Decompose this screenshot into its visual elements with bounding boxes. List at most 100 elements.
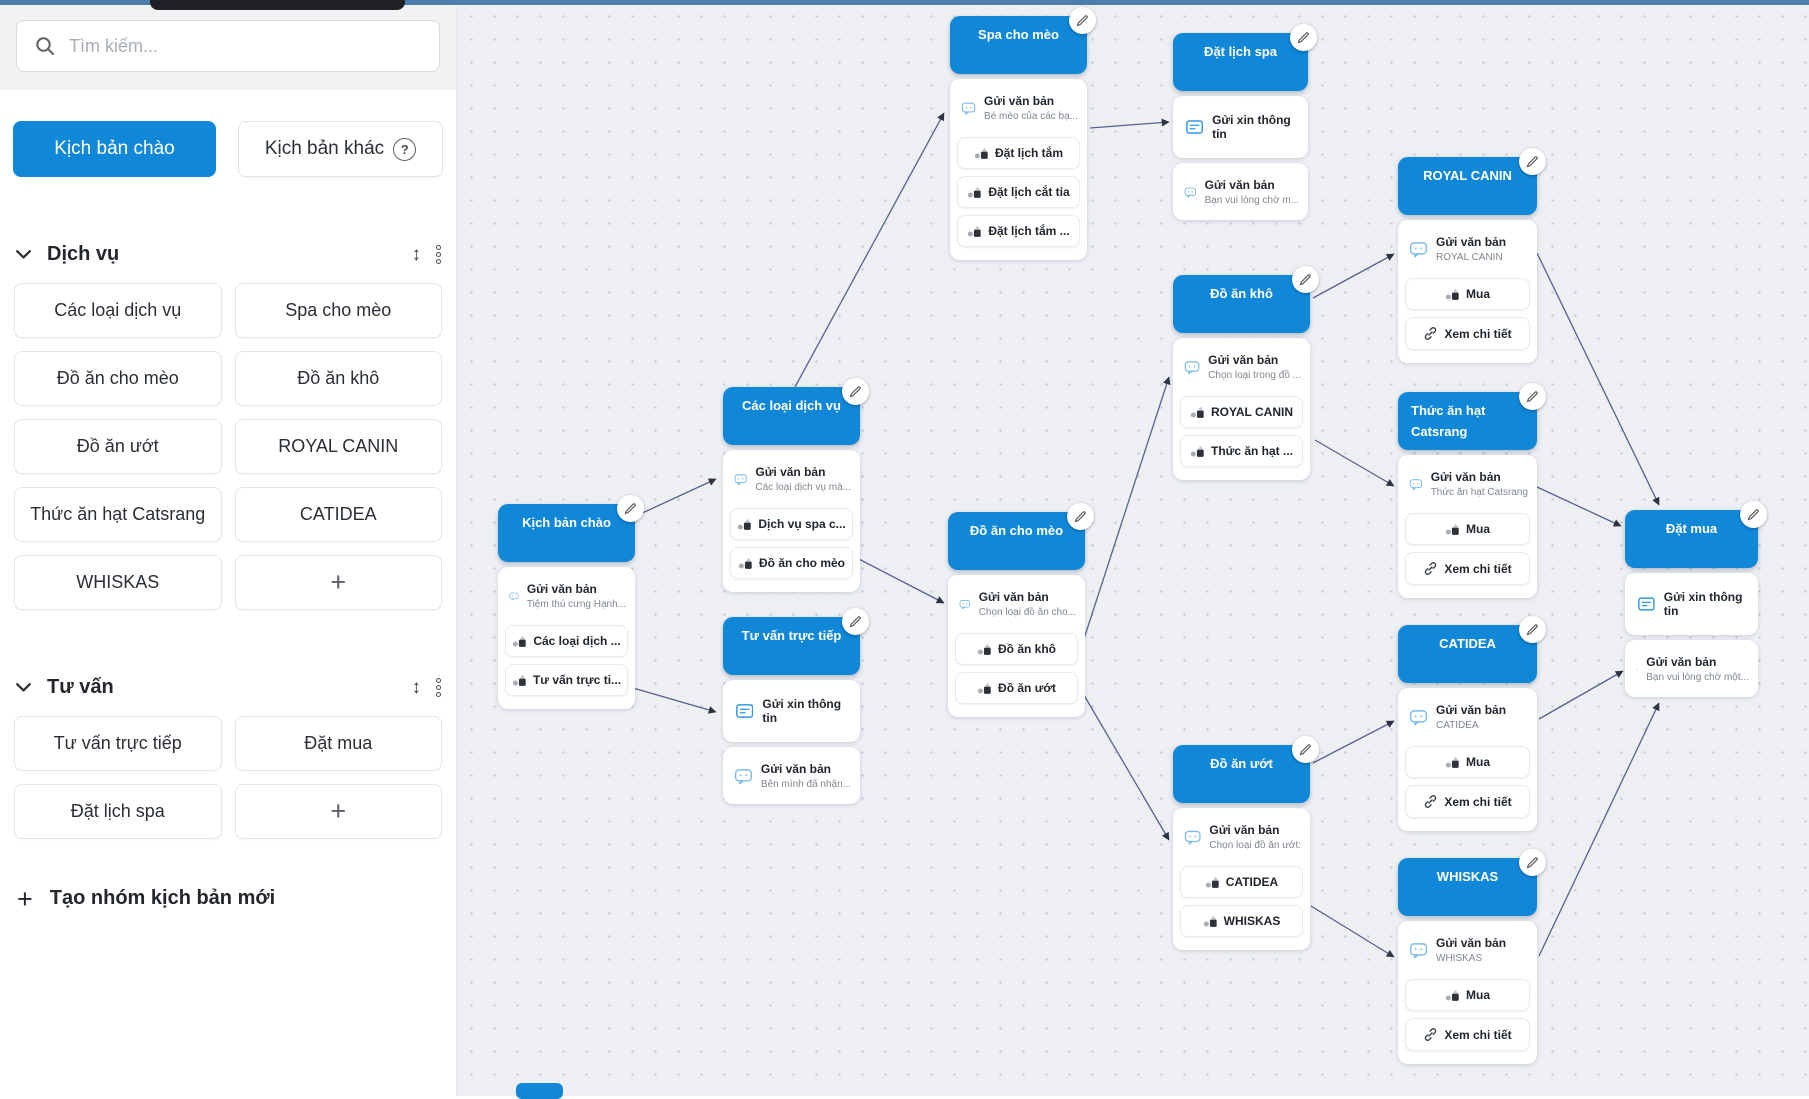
scenario-chip[interactable]: ROYAL CANIN	[235, 419, 443, 474]
scenario-chip[interactable]: Tư vấn trực tiếp	[14, 716, 222, 771]
edit-button[interactable]	[1519, 148, 1546, 175]
node-header[interactable]: Tư vấn trực tiếp	[723, 617, 860, 675]
reorder-icon[interactable]: ↕	[412, 678, 422, 697]
edit-button[interactable]	[1290, 24, 1317, 51]
node-item-button[interactable]: Mua	[1405, 513, 1530, 545]
node-item-button[interactable]: Đặt lịch cắt tỉa	[957, 176, 1080, 208]
scenario-chip[interactable]: Đặt lịch spa	[14, 784, 222, 839]
node-header[interactable]: Đồ ăn khô	[1173, 275, 1310, 333]
node-item-button[interactable]: ROYAL CANIN	[1180, 396, 1303, 428]
edit-button[interactable]	[1069, 7, 1096, 34]
node-item-request-info[interactable]: Gửi xin thông tin	[728, 686, 855, 736]
node-item-link[interactable]: Xem chi tiết	[1405, 317, 1530, 350]
node-header[interactable]: Đồ ăn cho mèo	[948, 512, 1085, 570]
node-header[interactable]: Đồ ăn ướt	[1173, 745, 1310, 803]
scenario-chip[interactable]: Thức ăn hạt Catsrang	[14, 487, 222, 542]
node-item-button[interactable]: Đồ ăn khô	[955, 633, 1078, 665]
edit-button[interactable]	[1292, 266, 1319, 293]
node-item-button[interactable]: Đặt lịch tắm ...	[957, 215, 1080, 247]
node-item-link[interactable]: Xem chi tiết	[1405, 785, 1530, 818]
node-item-button[interactable]: Tư vấn trực ti...	[505, 664, 628, 696]
node-item-button[interactable]: Đồ ăn ướt	[955, 672, 1078, 704]
node-item-button[interactable]: Mua	[1405, 278, 1530, 310]
add-scenario-button[interactable]: +	[235, 555, 443, 610]
search-input[interactable]: Tìm kiếm...	[16, 20, 440, 72]
node-header[interactable]: Đặt lịch spa	[1173, 33, 1308, 91]
add-scenario-button[interactable]: +	[235, 784, 443, 839]
chevron-down-icon[interactable]	[15, 249, 32, 260]
scenario-chip[interactable]: CATIDEA	[235, 487, 443, 542]
node-item-button[interactable]: WHISKAS	[1180, 905, 1303, 937]
node-header[interactable]: CATIDEA	[1398, 625, 1537, 683]
chevron-down-icon[interactable]	[15, 682, 32, 693]
node-header[interactable]: Các loại dịch vụ	[723, 387, 860, 445]
edit-button[interactable]	[1519, 849, 1546, 876]
edit-button[interactable]	[1292, 736, 1319, 763]
node-item-button[interactable]: Mua	[1405, 746, 1530, 778]
edit-button[interactable]	[1740, 501, 1767, 528]
node-item-request-info[interactable]: Gửi xin thông tin	[1630, 579, 1753, 629]
node-header[interactable]: WHISKAS	[1398, 858, 1537, 916]
tab-kich-ban-chao[interactable]: Kịch bản chào	[13, 121, 216, 177]
node-item-link[interactable]: Xem chi tiết	[1405, 552, 1530, 585]
edit-button[interactable]	[1519, 383, 1546, 410]
scenario-chip[interactable]: WHISKAS	[14, 555, 222, 610]
node-item-button[interactable]: CATIDEA	[1180, 866, 1303, 898]
edit-button[interactable]	[617, 495, 644, 522]
scenario-chip[interactable]: Đồ ăn cho mèo	[14, 351, 222, 406]
edit-button[interactable]	[842, 378, 869, 405]
scenario-chip[interactable]: Đồ ăn khô	[235, 351, 443, 406]
reorder-icon[interactable]: ↕	[412, 245, 422, 264]
scenario-chip[interactable]: Các loại dịch vụ	[14, 283, 222, 338]
node-item-button[interactable]: Các loại dịch ...	[505, 625, 628, 657]
help-icon[interactable]: ?	[393, 138, 416, 161]
node-item-button[interactable]: Thức ăn hạt ...	[1180, 435, 1303, 467]
node-header[interactable]: Kịch bản chào	[498, 504, 635, 562]
tab-kich-ban-khac[interactable]: Kịch bản khác?	[238, 121, 443, 177]
node-header[interactable]: Đặt mua	[1625, 510, 1758, 568]
edit-button[interactable]	[1519, 616, 1546, 643]
create-scenario-group-button[interactable]: + Tạo nhóm kịch bản mới	[0, 887, 456, 910]
node-item-button[interactable]: Dịch vụ spa c...	[730, 508, 853, 540]
node-header[interactable]: Thức ăn hạt Catsrang	[1398, 392, 1537, 450]
scenario-chip[interactable]: Đồ ăn ướt	[14, 419, 222, 474]
canvas-control[interactable]	[516, 1083, 563, 1099]
kebab-menu-icon[interactable]	[436, 243, 441, 266]
node-header[interactable]: ROYAL CANIN	[1398, 157, 1537, 215]
edit-button[interactable]	[1067, 503, 1094, 530]
scenario-chip[interactable]: Đặt mua	[235, 716, 443, 771]
node-item-link[interactable]: Xem chi tiết	[1405, 1018, 1530, 1051]
node-item-button[interactable]: Đặt lịch tắm	[957, 137, 1080, 169]
node-header[interactable]: Spa cho mèo	[950, 16, 1087, 74]
edit-button[interactable]	[842, 608, 869, 635]
node-item-request-info[interactable]: Gửi xin thông tin	[1178, 102, 1303, 152]
scenario-chip[interactable]: Spa cho mèo	[235, 283, 443, 338]
node-item-button[interactable]: Mua	[1405, 979, 1530, 1011]
kebab-menu-icon[interactable]	[436, 676, 441, 699]
